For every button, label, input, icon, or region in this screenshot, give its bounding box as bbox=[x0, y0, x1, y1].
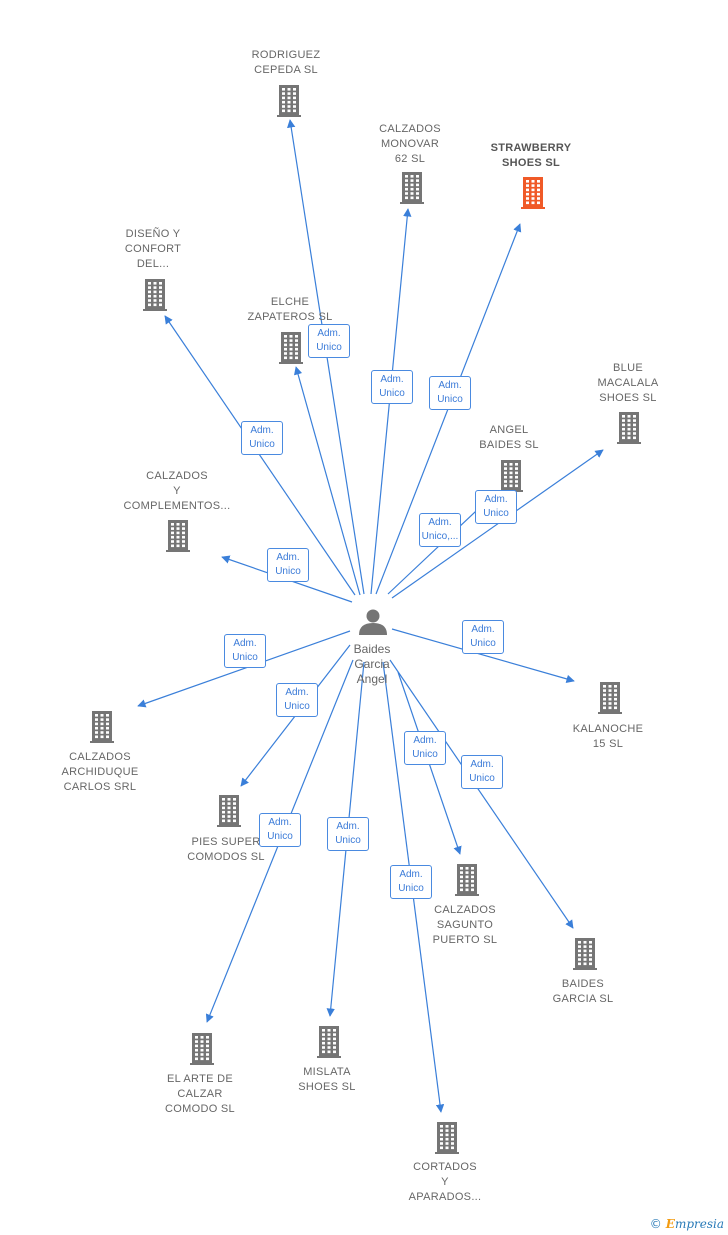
company-label-elche[interactable]: ELCHE ZAPATEROS SL bbox=[247, 296, 333, 323]
company-label-pies[interactable]: PIES SUPER COMODOS SL bbox=[187, 836, 265, 863]
empresia-watermark[interactable]: ©Empresia bbox=[650, 1217, 724, 1231]
role-badge-mislata[interactable]: Adm. Unico bbox=[327, 817, 369, 851]
role-badge-cortados[interactable]: Adm. Unico bbox=[390, 865, 432, 899]
role-badge-elche[interactable]: Adm. Unico bbox=[308, 324, 350, 358]
company-label-complementos[interactable]: CALZADOS Y COMPLEMENTOS... bbox=[123, 470, 231, 512]
role-badge-blue[interactable]: Adm. Unico bbox=[475, 490, 517, 524]
company-label-calzados-monovar[interactable]: CALZADOS MONOVAR 62 SL bbox=[379, 123, 441, 165]
role-badge-archiduque[interactable]: Adm. Unico bbox=[224, 634, 266, 668]
building-icon[interactable] bbox=[317, 1026, 341, 1058]
building-icon[interactable] bbox=[190, 1033, 214, 1065]
role-badge-angel[interactable]: Adm. Unico,... bbox=[419, 513, 461, 547]
role-badge-diseno[interactable]: Adm. Unico bbox=[241, 421, 283, 455]
edge-archiduque bbox=[137, 630, 351, 708]
role-badge-strawberry[interactable]: Adm. Unico bbox=[429, 376, 471, 410]
company-label-blue[interactable]: BLUE MACALALA SHOES SL bbox=[597, 362, 659, 404]
role-badge-calzados-monovar[interactable]: Adm. Unico bbox=[371, 370, 413, 404]
building-icon[interactable] bbox=[617, 412, 641, 444]
building-icon[interactable] bbox=[166, 520, 190, 552]
building-icon[interactable] bbox=[521, 177, 545, 209]
role-badge-sagunto[interactable]: Adm. Unico bbox=[404, 731, 446, 765]
building-icon[interactable] bbox=[90, 711, 114, 743]
role-badge-complementos[interactable]: Adm. Unico bbox=[267, 548, 309, 582]
icons-layer bbox=[90, 85, 641, 1154]
edge-elche bbox=[293, 366, 361, 596]
role-badge-arte[interactable]: Adm. Unico bbox=[259, 813, 301, 847]
company-label-cortados[interactable]: CORTADOS Y APARADOS... bbox=[408, 1161, 482, 1203]
role-badge-baides-garcia[interactable]: Adm. Unico bbox=[461, 755, 503, 789]
company-label-angel[interactable]: ANGEL BAIDES SL bbox=[479, 424, 539, 451]
edge-baides-garcia bbox=[389, 659, 574, 929]
building-icon[interactable] bbox=[499, 460, 523, 492]
company-label-strawberry[interactable]: STRAWBERRY SHOES SL bbox=[490, 142, 572, 169]
building-icon[interactable] bbox=[455, 864, 479, 896]
company-label-baides-garcia[interactable]: BAIDES GARCIA SL bbox=[552, 978, 614, 1005]
building-icon[interactable] bbox=[598, 682, 622, 714]
company-label-diseno[interactable]: DISEÑO Y CONFORT DEL... bbox=[124, 228, 182, 270]
building-icon[interactable] bbox=[573, 938, 597, 970]
company-label-rodriguez[interactable]: RODRIGUEZ CEPEDA SL bbox=[251, 49, 321, 76]
role-badge-kalanoche[interactable]: Adm. Unico bbox=[462, 620, 504, 654]
edge-blue bbox=[391, 449, 604, 599]
brand-name: mpresia bbox=[674, 1217, 724, 1231]
building-icon[interactable] bbox=[279, 332, 303, 364]
company-label-arte[interactable]: EL ARTE DE CALZAR COMODO SL bbox=[165, 1073, 235, 1115]
role-badge-pies[interactable]: Adm. Unico bbox=[276, 683, 318, 717]
company-label-sagunto[interactable]: CALZADOS SAGUNTO PUERTO SL bbox=[432, 904, 498, 946]
building-icon[interactable] bbox=[143, 279, 167, 311]
company-label-mislata[interactable]: MISLATA SHOES SL bbox=[298, 1066, 356, 1093]
person-icon[interactable] bbox=[359, 609, 387, 636]
person-name-label[interactable]: Baides Garcia Angel bbox=[353, 642, 391, 686]
company-label-archiduque[interactable]: CALZADOS ARCHIDUQUE CARLOS SRL bbox=[61, 751, 139, 793]
edge-diseno bbox=[164, 315, 356, 596]
brand-initial: E bbox=[665, 1217, 675, 1231]
building-icon[interactable] bbox=[217, 795, 241, 827]
edge-kalanoche bbox=[391, 628, 575, 683]
copyright-symbol: © bbox=[649, 1217, 662, 1231]
building-icon[interactable] bbox=[400, 172, 424, 204]
company-label-kalanoche[interactable]: KALANOCHE 15 SL bbox=[572, 723, 644, 750]
building-icon[interactable] bbox=[277, 85, 301, 117]
building-icon[interactable] bbox=[435, 1122, 459, 1154]
